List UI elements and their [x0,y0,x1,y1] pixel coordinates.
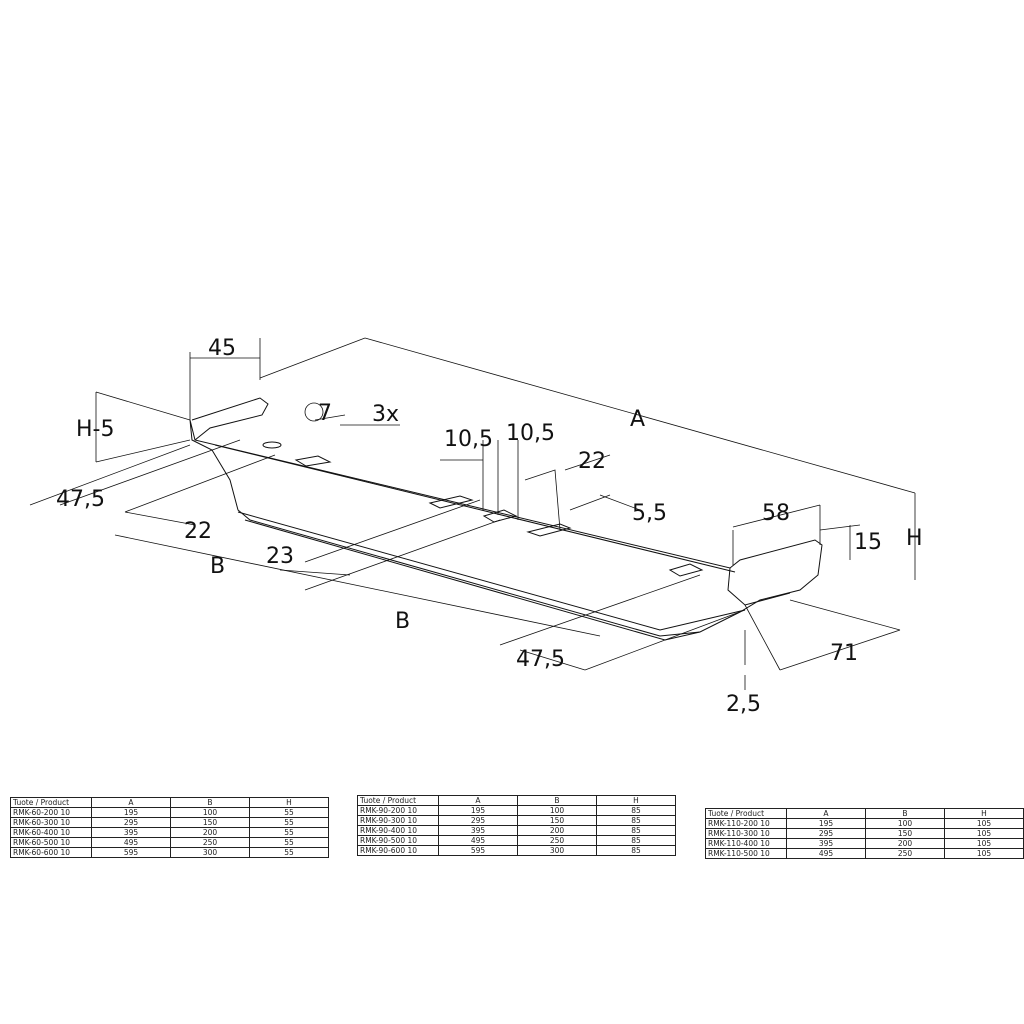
dimension-labels: 45 H-5 7 3x 10,5 10,5 A 22 5,5 58 15 H 4… [56,336,923,717]
dim-23: 23 [266,544,294,569]
dim-22-top: 22 [578,449,606,474]
dim-45: 45 [208,336,236,361]
dim-hole-7: 7 [318,401,332,426]
dim-58: 58 [762,501,790,526]
dim-b-2: B [395,609,410,634]
dim-47-5-bottom: 47,5 [516,647,565,672]
dim-2-5: 2,5 [726,692,761,717]
dim-71: 71 [830,641,858,666]
dim-a: A [630,407,645,432]
dim-5-5: 5,5 [632,501,667,526]
dim-10-5-b: 10,5 [506,421,555,446]
dim-47-5-left: 47,5 [56,487,105,512]
dim-3x: 3x [372,402,399,427]
dim-22-left: 22 [184,519,212,544]
dim-15: 15 [854,530,882,555]
dimension-lines [29,337,916,690]
dim-b-1: B [210,554,225,579]
dim-10-5-a: 10,5 [444,427,493,452]
dim-h: H [906,526,923,551]
dim-h-minus-5: H-5 [76,417,114,442]
